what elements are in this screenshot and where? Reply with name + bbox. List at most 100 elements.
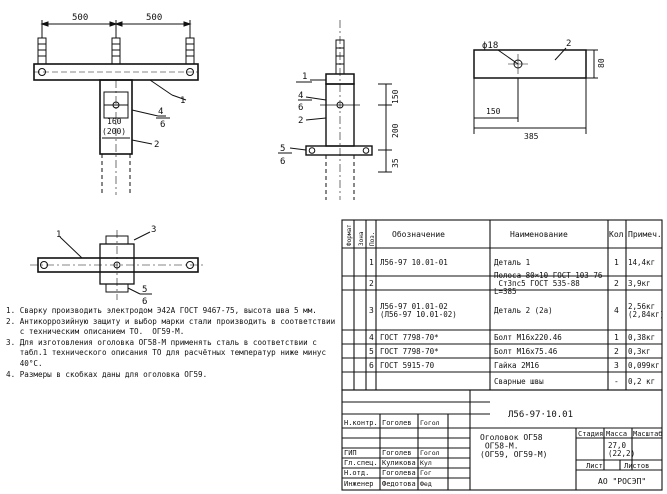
- label-6-front: 6: [160, 120, 165, 130]
- staff-role: ГИП: [344, 449, 357, 457]
- notes: 1. Сварку производить электродом Э42А ГО…: [6, 306, 336, 380]
- staff-name: Гоголева: [382, 469, 416, 477]
- staff-name: Гоголев: [382, 449, 412, 457]
- label-1-side: 1: [302, 72, 307, 82]
- label-4-side: 4: [298, 91, 303, 101]
- spec-pos: 1: [369, 258, 374, 267]
- scale-label: Масштаб: [633, 430, 663, 438]
- dim-150-side: 150: [391, 89, 400, 104]
- spec-pos: 6: [369, 361, 374, 370]
- hdr-qty: Кол.: [609, 230, 628, 239]
- label-5-plan: 5: [142, 285, 147, 295]
- spec-pos: 3: [369, 306, 374, 315]
- spec-name: Болт М16х220.46: [494, 333, 562, 342]
- spec-designation: ГОСТ 5915-70: [380, 361, 435, 370]
- spec-qty: 1: [614, 333, 619, 342]
- title-text: Оголовок ОГ58 ОГ58-М.(ОГ59, ОГ59-М): [480, 433, 547, 459]
- spec-designation: ГОСТ 7798-70*: [380, 347, 439, 356]
- spec-name: Деталь 2 (2а): [494, 306, 553, 315]
- spec-name: Деталь 1: [494, 258, 530, 267]
- spec-note: 2,56кг(2,84кг): [628, 302, 664, 319]
- sheets-label: Листов: [624, 462, 649, 470]
- staff-role: Инженер: [344, 480, 374, 488]
- hdr-pos: Поз.: [369, 232, 376, 246]
- spec-name: Гайка 2М16: [494, 361, 540, 370]
- staff-sign: Кул: [420, 459, 432, 467]
- label-2-front: 2: [154, 140, 159, 150]
- staff-role: Гл.спец.: [344, 459, 378, 467]
- label-1-front: 1: [180, 96, 185, 106]
- spec-note: 0,3кг: [628, 347, 651, 356]
- label-2-plate: 2: [566, 39, 571, 49]
- dim-35-side: 35: [391, 158, 400, 168]
- doc-code: Л56-97·10.01: [508, 410, 573, 420]
- spec-qty: 1: [614, 258, 619, 267]
- spec-note: 0,38кг: [628, 333, 655, 342]
- spec-pos: 5: [369, 347, 374, 356]
- spec-qty: -: [614, 377, 619, 386]
- dim-150-plate: 150: [486, 107, 501, 116]
- front-view: 500 500 1 160 (200): [33, 13, 199, 195]
- mass-label: Масса: [606, 430, 627, 438]
- spec-note: 3,9кг: [628, 279, 651, 288]
- plan-view: 1 3 5 6: [30, 225, 206, 307]
- staff-name: Федотова: [382, 480, 416, 488]
- staff-role: Н.контр.: [344, 419, 378, 427]
- note-item: 3. Для изготовления оголовка ОГ58-М прим…: [6, 337, 327, 368]
- label-1-plan: 1: [56, 230, 61, 240]
- stage-label: Стадия: [578, 430, 603, 438]
- hdr-designation: Обозначение: [392, 229, 445, 239]
- spec-designation: Л56-97 01.01-02(Л56-97 10.01-02): [380, 302, 457, 319]
- label-5-side: 5: [280, 144, 285, 154]
- doc-title: Оголовок ОГ58 ОГ58-М.(ОГ59, ОГ59-М): [480, 433, 547, 459]
- label-2-side: 2: [298, 116, 303, 126]
- spec-qty: 2: [614, 279, 619, 288]
- dim-500-right: 500: [146, 13, 162, 23]
- note-item: 4. Размеры в скобках даны для оголовка О…: [6, 369, 208, 379]
- spec-note: 14,4кг: [628, 258, 655, 267]
- dim-500-left: 500: [72, 13, 88, 23]
- spec-qty: 4: [614, 306, 619, 315]
- spec-rows: 1 Л56-97 10.01-01 Деталь 1 1 14,4кг 2 Полоса 8…: [369, 258, 664, 386]
- spec-designation: Л56-97 10.01-01: [380, 258, 448, 267]
- staff-sign: Гогол: [420, 419, 440, 427]
- spec-name: Полоса 80×10 ГОСТ 103-76 Ст3пс5 ГОСТ 535…: [494, 271, 603, 296]
- mass-value: 27,0(22,2): [608, 441, 635, 458]
- dim-200-paren: (200): [102, 127, 126, 136]
- side-view: 1 4 6 2 5 6 150 200 35: [278, 20, 400, 200]
- spec-designation: ГОСТ 7798-70*: [380, 333, 439, 342]
- spec-note: 0,099кг: [628, 361, 660, 370]
- mass-number: 27,0(22,2): [608, 441, 635, 458]
- dim-d18: ϕ18: [482, 41, 498, 51]
- hdr-name: Наименование: [510, 230, 568, 239]
- staff-name: Куликова: [382, 459, 416, 467]
- staff-sign: Гогол: [420, 449, 440, 457]
- spec-note: 0,2 кг: [628, 377, 655, 386]
- label-6-side-b: 6: [280, 157, 285, 167]
- staff-role: Н.отд.: [344, 469, 369, 477]
- spec-table: Формат Зона Поз. Обозначение Наименовани…: [341, 219, 663, 391]
- org-name: АО "РОСЭП": [598, 477, 646, 486]
- staff-sign: Гог: [420, 469, 432, 477]
- label-3-plan: 3: [151, 225, 156, 235]
- spec-name: Сварные швы: [494, 377, 544, 386]
- label-6-plan: 6: [142, 297, 147, 307]
- dim-385: 385: [524, 132, 539, 141]
- label-6-side: 6: [298, 103, 303, 113]
- spec-pos: 4: [369, 333, 374, 342]
- plate-view: ϕ18 2 80 150 385: [473, 39, 606, 141]
- dim-160: 160: [107, 117, 122, 126]
- title-block: Л56-97·10.01 Стадия Масса Масштаб Лист Л…: [341, 389, 663, 491]
- spec-pos: 2: [369, 279, 374, 288]
- note-item: 1. Сварку производить электродом Э42А ГО…: [6, 306, 317, 315]
- spec-qty: 2: [614, 347, 619, 356]
- staff-name: Гоголев: [382, 419, 412, 427]
- sheet-label: Лист: [586, 462, 603, 470]
- hdr-format: Формат: [346, 224, 353, 246]
- hdr-zone: Зона: [358, 231, 365, 246]
- note-item: 2. Антикоррозийную защиту и выбор марки …: [6, 316, 336, 337]
- hdr-note: Примеч.: [628, 230, 662, 239]
- dim-200-side: 200: [391, 123, 400, 138]
- dim-80: 80: [597, 58, 606, 68]
